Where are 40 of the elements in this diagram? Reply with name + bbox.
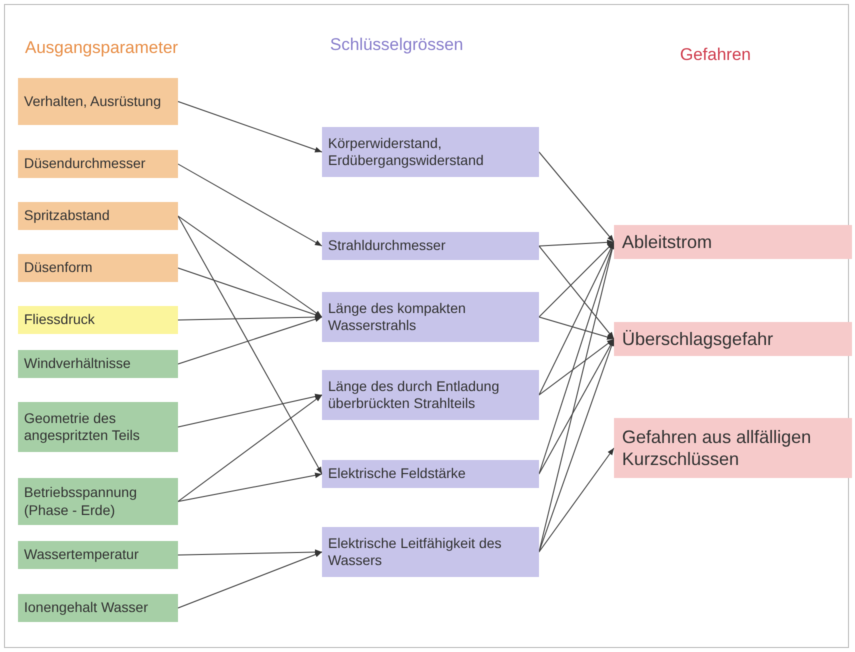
parameter-box: Düsendurchmesser: [18, 150, 178, 178]
parameter-box: Länge des kompakten Wasserstrahls: [322, 292, 539, 342]
arrow: [538, 338, 614, 396]
arrow: [178, 164, 322, 246]
arrow: [538, 246, 614, 340]
parameter-box: Strahldurchmesser: [322, 232, 539, 260]
parameter-box: Gefahren aus allfälligen Kurzschlüssen: [614, 418, 852, 478]
arrow: [178, 216, 322, 318]
parameter-box: Betriebsspannung (Phase - Erde): [18, 478, 178, 525]
parameter-box: Geometrie des angespritzten Teils: [18, 402, 178, 452]
parameter-box: Länge des durch Entladung überbrückten Strahlteils: [322, 370, 539, 420]
arrow: [538, 152, 614, 242]
arrow: [178, 552, 322, 608]
arrow: [538, 240, 614, 246]
parameter-box: Ionengehalt Wasser: [18, 594, 178, 622]
column-heading: Schlüsselgrössen: [330, 35, 464, 55]
arrow: [538, 316, 614, 340]
parameter-box: Fliessdruck: [18, 306, 178, 334]
arrow: [178, 394, 322, 428]
arrow: [178, 316, 322, 364]
arrow: [178, 101, 322, 152]
column-heading: Gefahren: [680, 45, 751, 65]
column-heading: Ausgangsparameter: [25, 38, 178, 58]
parameter-box: Überschlagsgefahr: [614, 322, 852, 356]
arrow: [178, 549, 322, 556]
parameter-box: Düsenform: [18, 254, 178, 282]
parameter-box: Windverhältnisse: [18, 350, 178, 378]
parameter-box: Körperwiderstand, Erdübergangswiderstand: [322, 127, 539, 177]
parameter-box: Elektrische Leitfähigkeit des Wassers: [322, 527, 539, 577]
parameter-box: Wassertemperatur: [18, 541, 178, 569]
arrow: [178, 268, 322, 318]
arrow: [178, 394, 322, 502]
arrow: [538, 448, 614, 552]
arrow: [178, 472, 322, 502]
parameter-box: Spritzabstand: [18, 202, 178, 230]
arrow: [538, 242, 614, 318]
parameter-box: Verhalten, Ausrüstung: [18, 78, 178, 125]
arrow: [178, 216, 322, 474]
parameter-box: Elektrische Feldstärke: [322, 460, 539, 488]
parameter-box: Ableitstrom: [614, 225, 852, 259]
